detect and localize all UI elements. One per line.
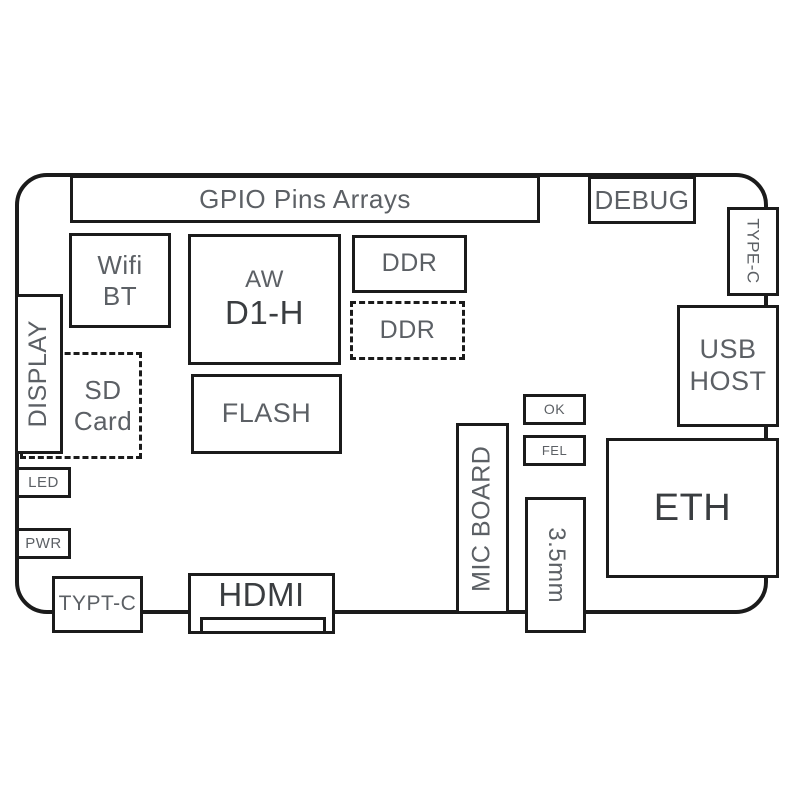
pwr-indicator-block: PWR [16,528,71,559]
sd-card-label: SD Card [73,374,133,436]
usb-host-label: USB HOST [689,334,767,396]
ethernet-label: ETH [653,486,732,529]
led-label: LED [28,473,59,491]
typt-c-label: TYPT-C [58,592,137,616]
flash-memory-block: FLASH [191,374,342,454]
mic-board-block: MIC BOARD [456,423,509,614]
ddr-label: DDR [381,249,438,278]
ethernet-port-block: ETH [606,438,779,578]
audio-jack-label: 3.5mm [542,527,570,603]
ddr-optional-label: DDR [379,315,436,344]
display-label: DISPLAY [24,320,53,428]
hdmi-port-block: HDMI [188,573,335,634]
debug-header-block: DEBUG [588,176,696,224]
pwr-label: PWR [25,534,62,552]
mic-board-label: MIC BOARD [467,445,496,592]
ddr-optional-memory-block: DDR [350,301,465,360]
ok-button-block: OK [523,394,586,425]
gpio-pins-block: GPIO Pins Arrays [70,175,540,223]
flash-label: FLASH [221,398,312,429]
typt-c-power-port-block: TYPT-C [52,576,143,633]
soc-chip-block: AW D1-H [188,234,341,365]
wifi-bt-module-block: Wifi BT [69,233,171,328]
ok-button-label: OK [543,401,566,418]
debug-label: DEBUG [594,184,690,215]
ddr-memory-block: DDR [352,235,467,293]
type-c-label: TYPE-C [744,218,764,285]
hdmi-label: HDMI [218,576,305,613]
hdmi-connector-tongue [200,617,326,634]
gpio-pins-label: GPIO Pins Arrays [199,183,411,214]
audio-jack-block: 3.5mm [525,497,586,633]
fel-button-block: FEL [523,435,586,466]
fel-button-label: FEL [541,442,568,458]
type-c-port-block: TYPE-C [727,207,779,296]
led-indicator-block: LED [16,467,71,498]
soc-label: AW D1-H [224,265,304,332]
display-connector-block: DISPLAY [15,294,63,454]
usb-host-port-block: USB HOST [677,305,779,427]
wifi-bt-label: Wifi BT [97,249,143,311]
